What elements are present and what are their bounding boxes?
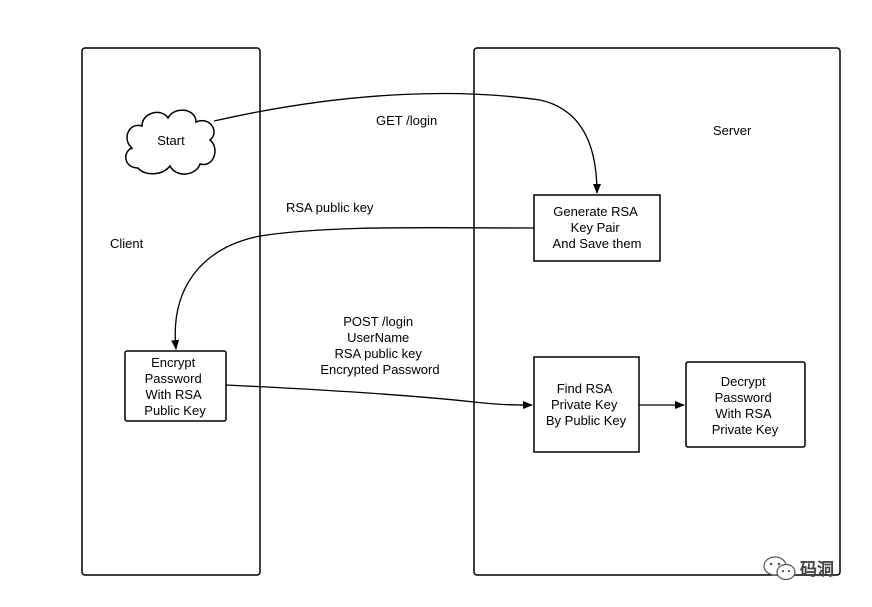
server-lane-label: Server [713, 123, 752, 138]
start-cloud [125, 109, 216, 175]
client-lane [81, 47, 261, 576]
generate-key-pair-label: Generate RSA Key Pair And Save them [553, 204, 642, 251]
find-private-key-label: Find RSA Private Key By Public Key [546, 381, 627, 428]
watermark-text: 码洞 [800, 560, 834, 579]
rsa-public-key-label: RSA public key [286, 200, 374, 215]
server-lane [473, 47, 841, 576]
get-login-label: GET /login [376, 113, 437, 128]
edge-rsa-public-key [171, 226, 535, 350]
generate-key-pair-box [533, 194, 661, 262]
find-private-key-box [533, 356, 640, 453]
post-login-label: POST /login UserName RSA public key Encr… [320, 314, 439, 377]
client-lane-label: Client [110, 236, 144, 251]
edge-post-login [225, 384, 533, 409]
encrypt-password-box [124, 350, 227, 422]
edge-get-login [213, 92, 601, 194]
decrypt-password-box [685, 361, 806, 448]
encrypt-password-label: Encrypt Password With RSA Public Key [144, 355, 206, 418]
wechat-icon [763, 556, 796, 581]
start-label: Start [157, 133, 185, 148]
decrypt-password-label: Decrypt Password With RSA Private Key [712, 374, 779, 437]
